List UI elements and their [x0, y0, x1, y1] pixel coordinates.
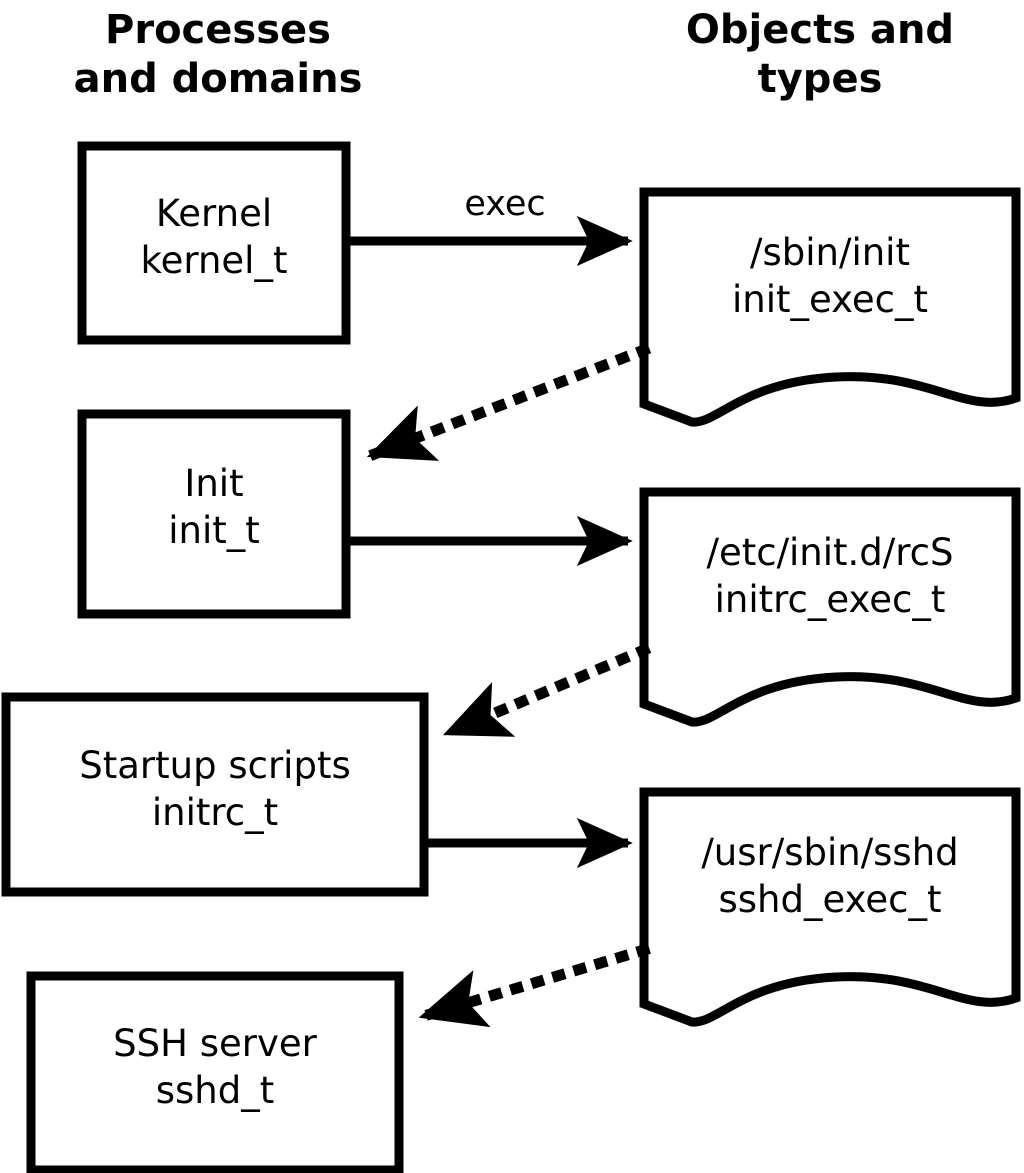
edge-initexec-transition: [364, 342, 652, 463]
column-header-objects: Objects and types: [685, 7, 955, 102]
process-box-sshd: [26, 971, 404, 1173]
object-doc-sshd-exec: [639, 787, 1021, 1027]
edge-rcsexec-transition: [440, 642, 652, 741]
process-box-init: [77, 409, 351, 619]
edge-sshdexec-transition: [417, 943, 651, 1028]
process-box-kernel: [77, 141, 351, 345]
object-doc-initrc-exec: [639, 487, 1021, 727]
object-doc-init-exec: [639, 187, 1021, 427]
column-header-processes: Processes and domains: [73, 7, 363, 102]
edge-label-exec: exec: [464, 184, 546, 224]
process-box-initrc: [1, 692, 429, 897]
